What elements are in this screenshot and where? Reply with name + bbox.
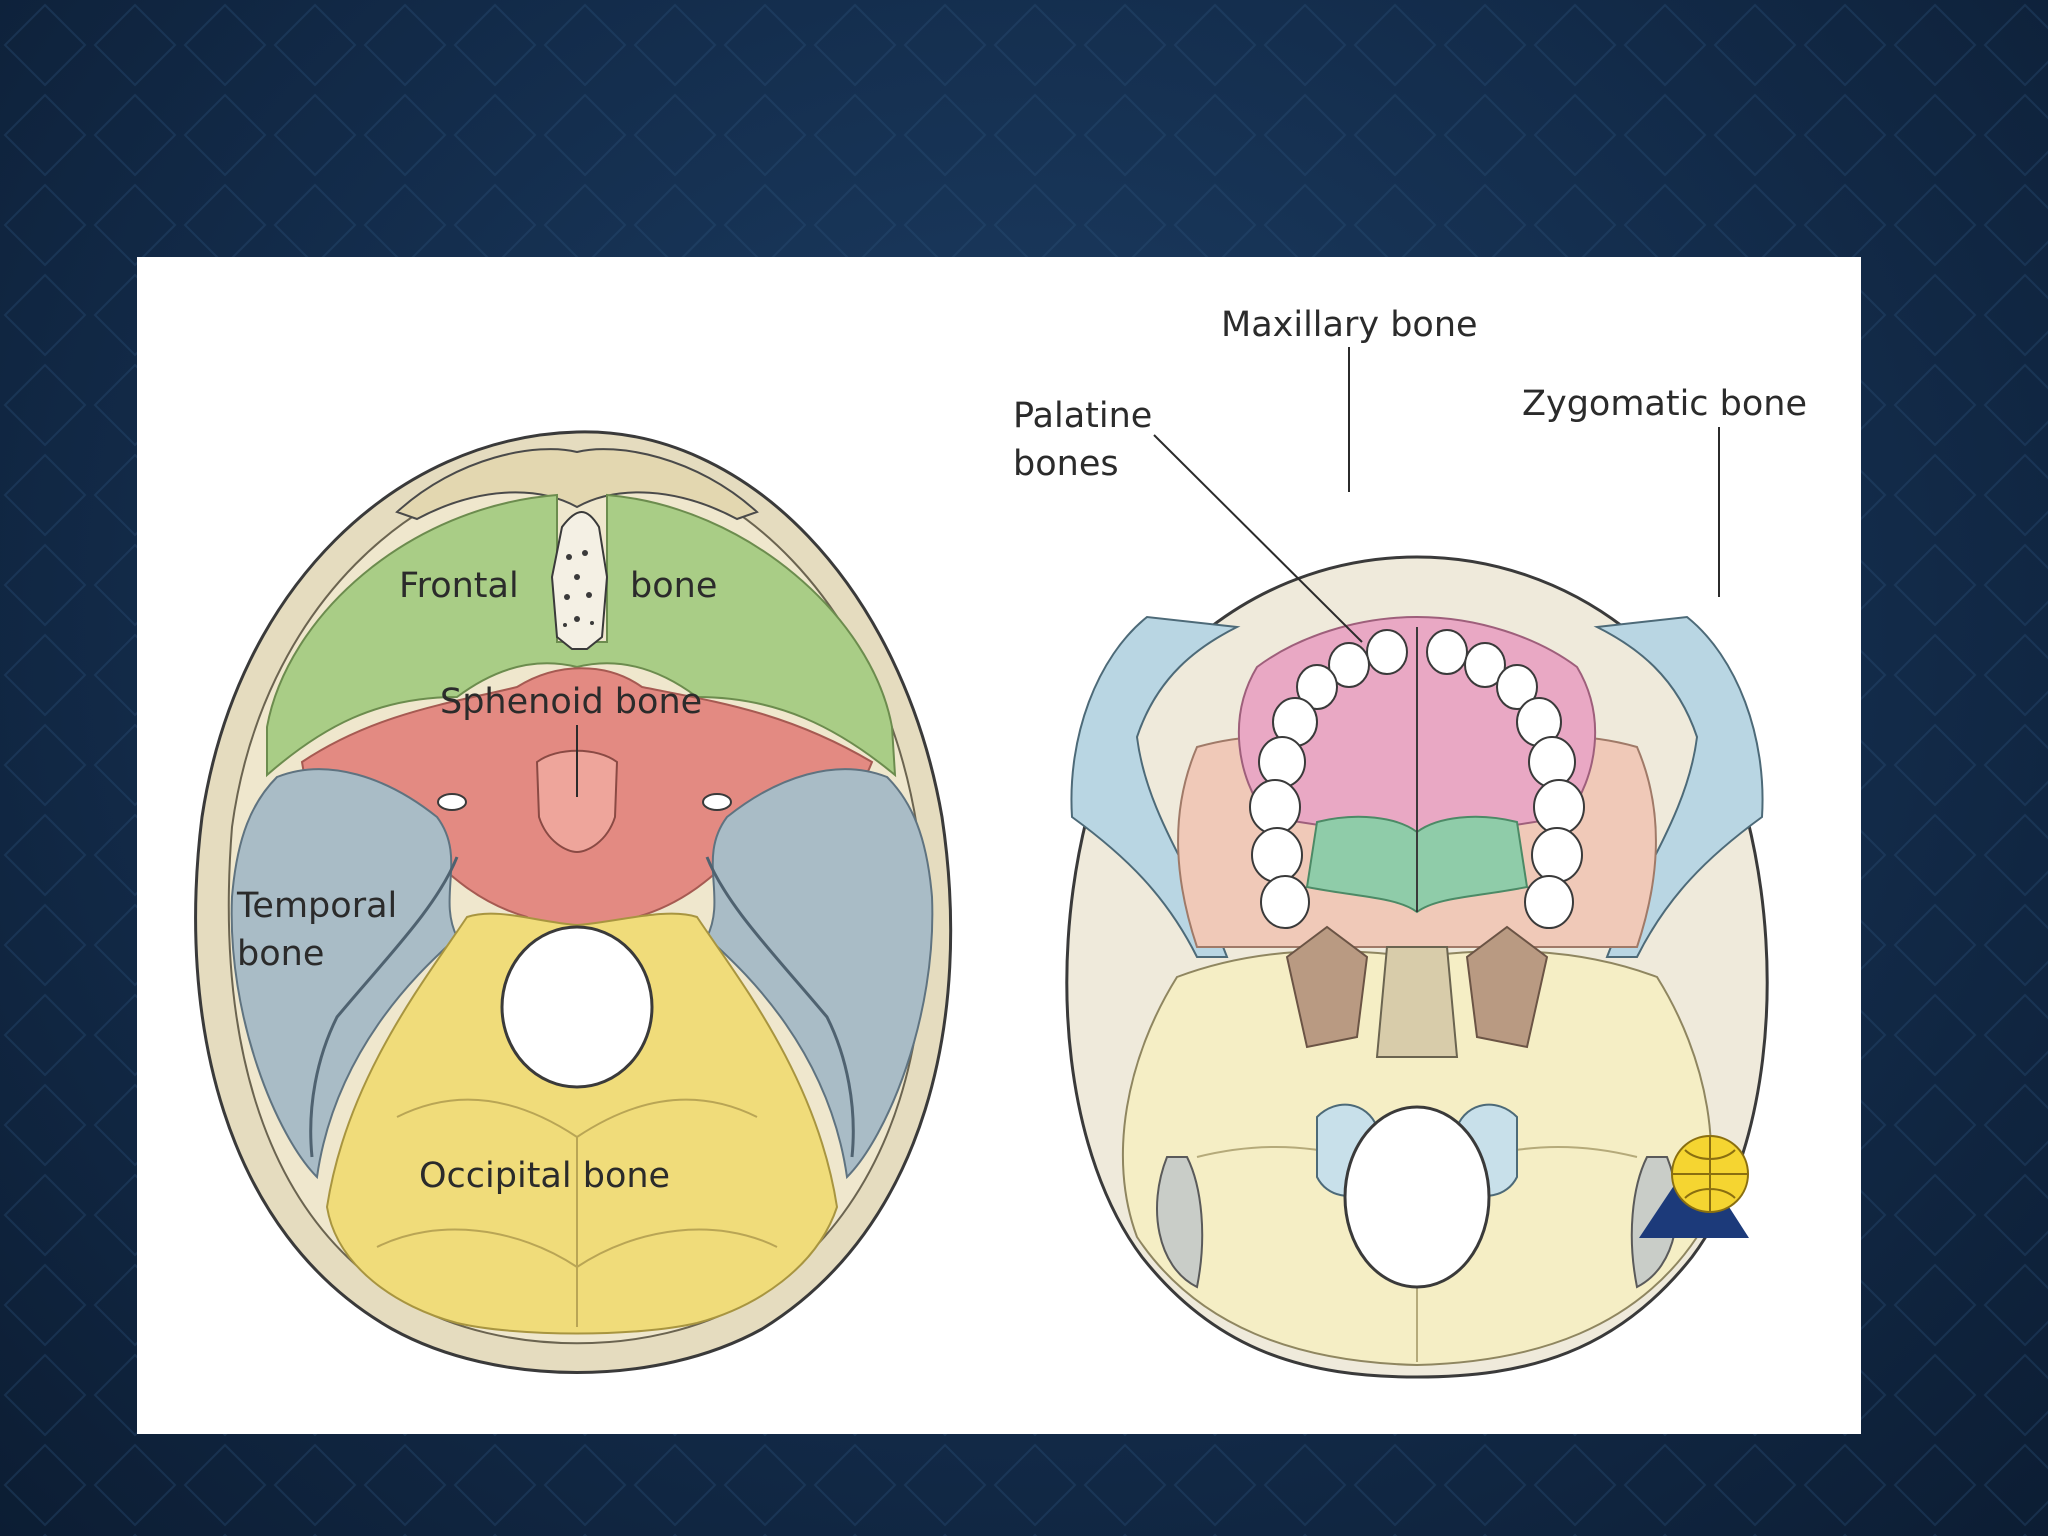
crista-plate	[395, 448, 759, 521]
mastoid-left	[1156, 1156, 1204, 1289]
petrous-ridge-right	[705, 856, 855, 1158]
occipital-fossa-lines	[376, 1098, 778, 1327]
frontal-label-left: Frontal	[399, 566, 519, 606]
palatine-leader-line	[1153, 434, 1363, 643]
skull-inferior-view: Maxillary bone Palatine bones Zygomatic …	[1013, 305, 1807, 1379]
sella-turcica	[535, 749, 619, 854]
maxillary-label: Maxillary bone	[1221, 305, 1478, 345]
skull-base-internal-view: Frontal bone Sphenoid bone Temporal bone…	[194, 430, 953, 1374]
temporal-bone-right	[705, 768, 934, 1180]
temporal-label-line1: Temporal	[236, 886, 397, 926]
optic-foramen-left	[437, 793, 467, 811]
foramen-magnum	[500, 925, 654, 1089]
palatine-label-line1: Palatine	[1013, 396, 1152, 436]
vomer-basisphenoid	[1375, 946, 1459, 1058]
temporal-bone-left	[230, 768, 459, 1180]
upper-teeth-row	[1249, 629, 1585, 929]
globe-triangle-logo	[1639, 1135, 1749, 1238]
skull-base-diagram: Frontal bone Sphenoid bone Temporal bone…	[194, 305, 1807, 1379]
petrous-ridge-left	[309, 856, 459, 1158]
occipital-label: Occipital bone	[419, 1156, 670, 1196]
anatomy-figure: Frontal bone Sphenoid bone Temporal bone…	[137, 257, 1861, 1434]
sphenoid-label: Sphenoid bone	[440, 682, 702, 722]
zygomatic-arch-left	[1070, 615, 1241, 958]
cribriform-perforations	[563, 550, 594, 627]
optic-foramen-right	[702, 793, 732, 811]
frontal-bone-region	[266, 493, 897, 778]
temporal-label-line2: bone	[237, 934, 324, 974]
foramen-magnum-inferior	[1343, 1105, 1491, 1289]
ethmoid-cribriform-plate	[550, 511, 609, 650]
palatine-label-line2: bones	[1013, 444, 1119, 484]
pterygoid-plates	[1285, 925, 1549, 1049]
zygomatic-label: Zygomatic bone	[1522, 384, 1807, 424]
frontal-label-right: bone	[630, 566, 717, 606]
zygomatic-arch-right	[1593, 615, 1764, 958]
